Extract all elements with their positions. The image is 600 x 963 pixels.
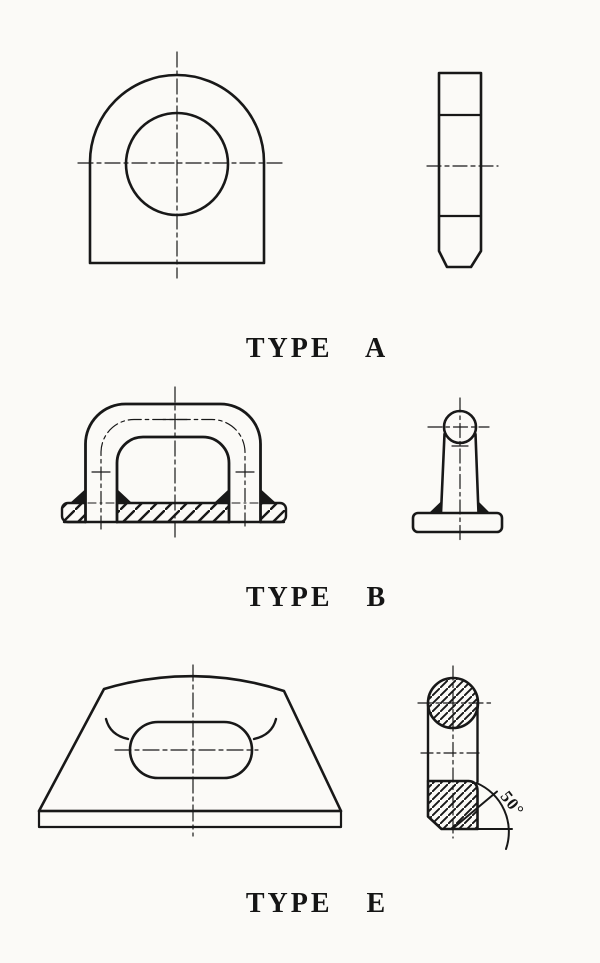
type-a-side-view (426, 71, 499, 269)
weld-fillet (70, 489, 86, 503)
u-bar-inner-contour (115, 435, 231, 524)
type-a-front-view (77, 51, 284, 279)
type-b-side-view (411, 397, 504, 542)
type-e-side-view (417, 665, 513, 850)
pad-outline (37, 674, 343, 813)
type-e-caption: TYPE E (245, 888, 389, 919)
u-bar-outer-contour (84, 402, 262, 524)
angle-radius-line (453, 790, 498, 829)
base-strip (37, 809, 343, 829)
angle-arc (475, 782, 510, 850)
lug-plate-outline (88, 73, 266, 265)
type-a-caption: TYPE A (245, 333, 389, 364)
bar-side-left (439, 432, 446, 515)
weld-fillet (478, 501, 490, 513)
type-b-caption: TYPE B (245, 582, 389, 613)
weld-fillet (260, 489, 276, 503)
weld-fillet (429, 501, 442, 513)
weld-fillet (214, 489, 229, 503)
bar-side-right (474, 432, 480, 515)
weld-fillet (117, 489, 132, 503)
forge-transition-arc-left (104, 717, 130, 741)
type-b-front-view (60, 386, 288, 540)
plate-edge-outline (437, 71, 483, 269)
type-e-front-view (37, 664, 343, 837)
forge-transition-arc-right (252, 717, 278, 741)
oblong-slot (128, 720, 254, 780)
base-plate-edge (411, 511, 504, 534)
